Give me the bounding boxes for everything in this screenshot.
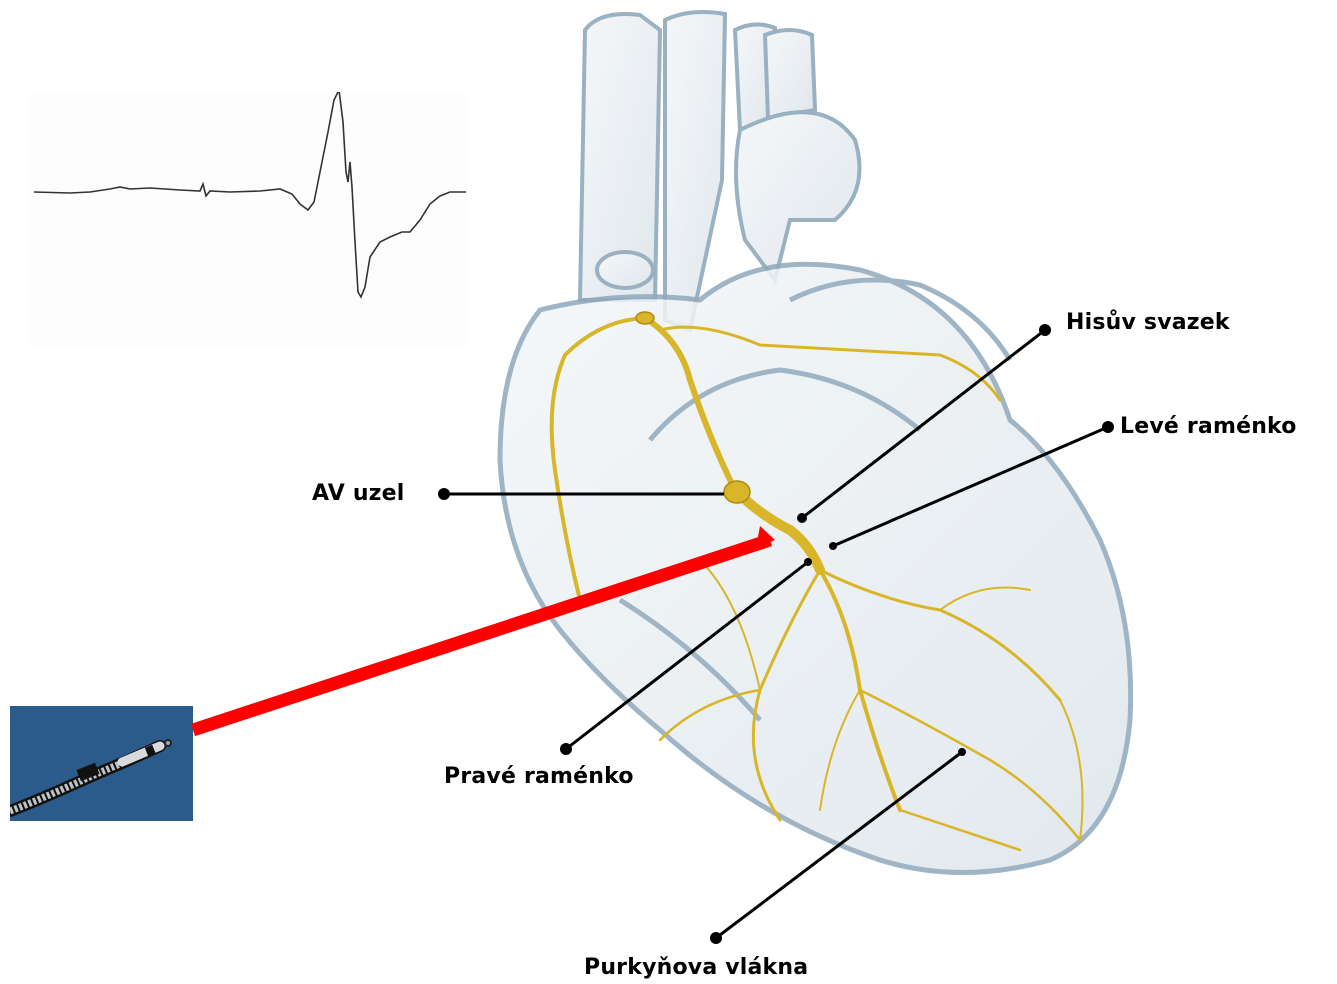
label-purkinje: Purkyňova vlákna	[584, 955, 808, 980]
label-av-node: AV uzel	[312, 481, 405, 506]
label-right-branch: Pravé raménko	[444, 764, 634, 789]
label-his-bundle: Hisův svazek	[1066, 310, 1230, 335]
label-left-branch: Levé raménko	[1120, 414, 1297, 439]
